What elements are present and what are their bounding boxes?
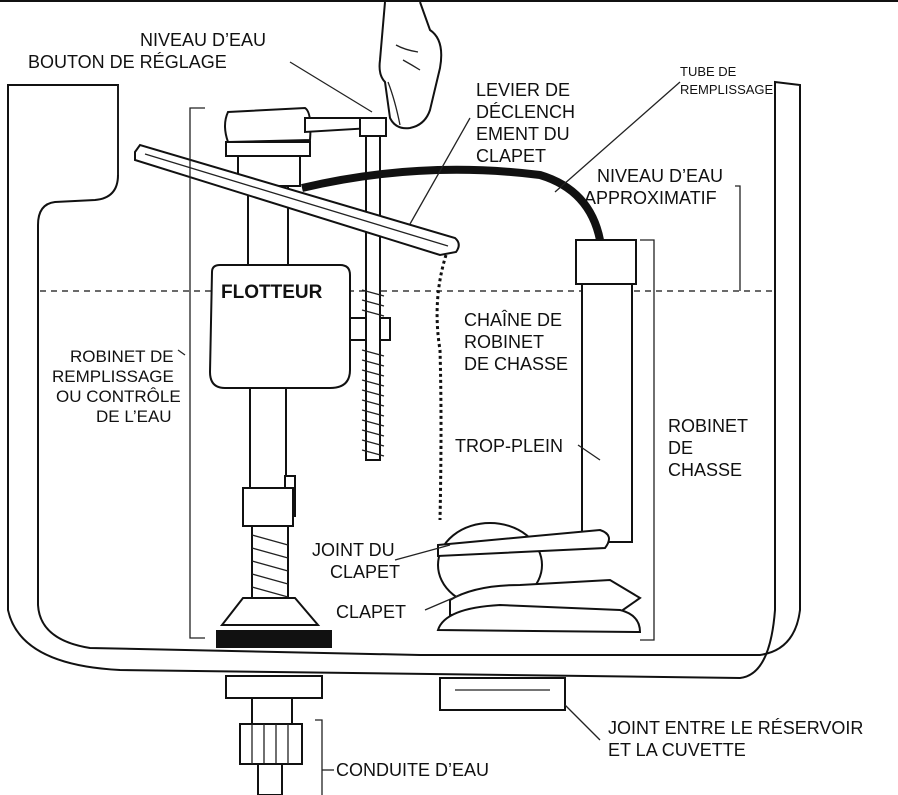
- label-bouton-reglage: BOUTON DE RÉGLAGE: [28, 52, 227, 72]
- fill-valve-bracket: [189, 107, 205, 639]
- refill-tube: [301, 165, 604, 241]
- leader-joint-clapet: [394, 544, 451, 561]
- label-levier-2: DÉCLENCH: [476, 102, 575, 122]
- label-robinet-chasse-2: DE: [668, 438, 693, 458]
- flush-valve-bracket: [640, 239, 655, 641]
- leader-joint-reservoir: [564, 704, 601, 741]
- coupling-nut: [239, 723, 303, 765]
- label-robinet-remp-2: REMPLISSAGE: [52, 367, 174, 386]
- leader-robinet-remp: [177, 349, 186, 356]
- supply-bracket: [315, 719, 323, 795]
- leader-tube: [554, 81, 681, 193]
- flush-lever-stripe: [144, 153, 449, 247]
- overflow-tube-top: [575, 239, 637, 285]
- label-chaine-1: CHAÎNE DE: [464, 310, 562, 330]
- tank-spud: [439, 677, 566, 711]
- label-joint-clapet-1: JOINT DU: [312, 540, 395, 560]
- hand-finger: [387, 44, 421, 126]
- label-niveau-approx-2: APPROXIMATIF: [584, 188, 717, 208]
- leader-levier: [409, 117, 471, 225]
- label-clapet: CLAPET: [336, 602, 406, 622]
- thread-lines: [251, 534, 289, 598]
- label-joint-clapet-2: CLAPET: [330, 562, 400, 582]
- adjustment-spring: [361, 289, 385, 457]
- leader-niveau: [735, 185, 741, 291]
- label-levier-3: EMENT DU: [476, 124, 570, 144]
- supply-threads: [251, 697, 293, 725]
- fill-valve-base-plate: [216, 630, 332, 648]
- label-niveau-approx-1: NIVEAU D’EAU: [597, 166, 723, 186]
- flapper-arm: [437, 528, 610, 558]
- fill-valve-cap-base: [225, 141, 311, 157]
- supply-nut: [225, 675, 323, 699]
- flush-valve-base: [436, 603, 642, 634]
- fill-valve-base: [219, 597, 321, 626]
- label-tube-1: TUBE DE: [680, 64, 737, 79]
- overflow-tube: [581, 281, 633, 543]
- label-niveau-deau: NIVEAU D’EAU: [140, 30, 266, 50]
- flush-chain: [435, 254, 448, 521]
- adjustment-knob: [359, 117, 387, 137]
- leader-trop-plein: [577, 444, 601, 461]
- float: [208, 264, 351, 389]
- label-joint-reservoir-1: JOINT ENTRE LE RÉSERVOIR: [608, 718, 863, 738]
- fill-valve-lower-shaft: [249, 387, 287, 489]
- tank-outline: [7, 80, 801, 680]
- label-robinet-remp-4: DE L’EAU: [96, 407, 172, 426]
- label-chaine-2: ROBINET: [464, 332, 544, 352]
- leader-bouton: [289, 61, 373, 113]
- float-label: FLOTTEUR: [221, 282, 323, 303]
- fill-valve-nut: [242, 487, 294, 527]
- leader-clapet: [424, 594, 461, 611]
- label-levier-1: LEVIER DE: [476, 80, 570, 100]
- coupling-grip: [251, 724, 289, 764]
- label-robinet-chasse-3: CHASSE: [668, 460, 742, 480]
- label-robinet-remp-3: OU CONTRÔLE: [56, 387, 181, 406]
- label-joint-reservoir-2: ET LA CUVETTE: [608, 740, 746, 760]
- fill-valve-cap: [224, 106, 312, 144]
- supply-line: [257, 763, 283, 795]
- label-trop-plein: TROP-PLEIN: [455, 436, 563, 456]
- label-conduite: CONDUITE D’EAU: [336, 760, 489, 780]
- label-robinet-remp-1: ROBINET DE: [70, 347, 174, 366]
- label-levier-4: CLAPET: [476, 146, 546, 166]
- label-chaine-3: DE CHASSE: [464, 354, 568, 374]
- label-tube-2: REMPLISSAGE: [680, 82, 774, 97]
- label-robinet-chasse-1: ROBINET: [668, 416, 748, 436]
- hand-illustration: [378, 1, 443, 130]
